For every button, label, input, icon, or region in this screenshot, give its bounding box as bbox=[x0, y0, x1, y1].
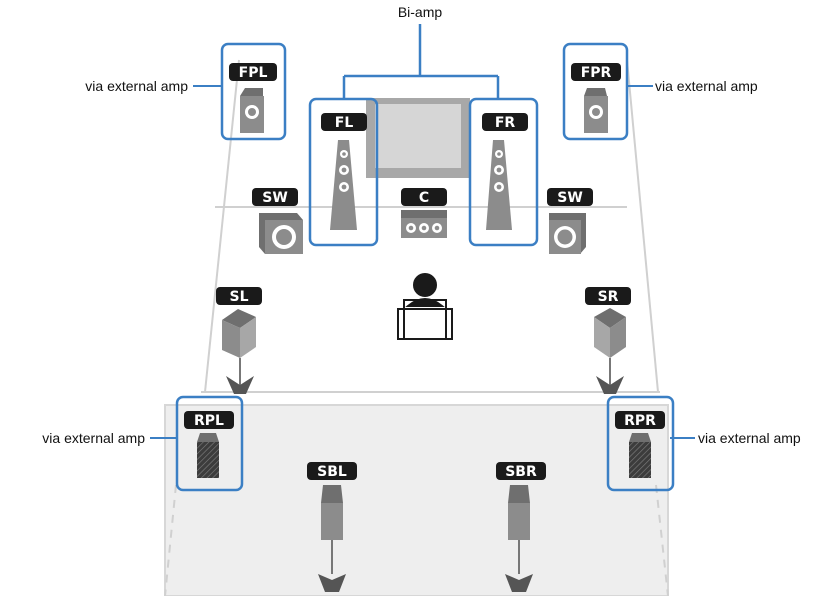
label-sl: SL bbox=[229, 289, 248, 305]
frame-fpr bbox=[562, 42, 629, 141]
speaker-sw-left bbox=[252, 188, 303, 254]
speaker-sr bbox=[585, 287, 631, 394]
frame-fr bbox=[468, 97, 539, 247]
speaker-rpl bbox=[184, 411, 234, 478]
speaker-c bbox=[401, 188, 447, 238]
label-sw-left: SW bbox=[262, 190, 288, 206]
fpl-note: via external amp bbox=[85, 78, 188, 94]
rpl-note: via external amp bbox=[42, 430, 145, 446]
frame-fl bbox=[308, 97, 379, 247]
speaker-sl bbox=[216, 287, 262, 394]
speaker-fr bbox=[482, 113, 528, 230]
speaker-fl bbox=[321, 113, 367, 230]
label-c: C bbox=[419, 190, 429, 206]
tv-screen bbox=[366, 98, 470, 178]
biamp-label: Bi-amp bbox=[398, 4, 443, 20]
fpr-note: via external amp bbox=[655, 78, 758, 94]
speaker-sw-right bbox=[547, 188, 593, 254]
label-sbl: SBL bbox=[317, 464, 347, 480]
label-fpl: FPL bbox=[239, 65, 268, 81]
room-outline bbox=[164, 59, 669, 596]
speaker-sbr bbox=[496, 462, 546, 592]
highlight-frames bbox=[175, 42, 675, 492]
annotations: Bi-amp via external amp via external amp… bbox=[42, 4, 801, 446]
label-rpr: RPR bbox=[624, 413, 656, 429]
frame-fpl bbox=[220, 42, 287, 141]
speaker-fpr bbox=[571, 63, 621, 133]
speaker-rpr bbox=[615, 411, 665, 478]
label-sw-right: SW bbox=[557, 190, 583, 206]
frame-rpr bbox=[606, 395, 675, 492]
label-fpr: FPR bbox=[581, 65, 612, 81]
speaker-sbl bbox=[307, 462, 357, 592]
label-sbr: SBR bbox=[505, 464, 537, 480]
listener-icon bbox=[397, 273, 453, 340]
rear-zone bbox=[164, 404, 669, 596]
frame-rpl bbox=[175, 395, 244, 492]
speaker-labels: FPL FPR FL FR C SW SW SL SR RPL RPR SBL … bbox=[194, 65, 656, 480]
label-sr: SR bbox=[598, 289, 619, 305]
speaker-fpl bbox=[229, 63, 277, 133]
label-fl: FL bbox=[335, 115, 354, 131]
label-rpl: RPL bbox=[194, 413, 224, 429]
label-fr: FR bbox=[495, 115, 516, 131]
biamp-connector bbox=[342, 24, 500, 99]
rpr-note: via external amp bbox=[698, 430, 801, 446]
